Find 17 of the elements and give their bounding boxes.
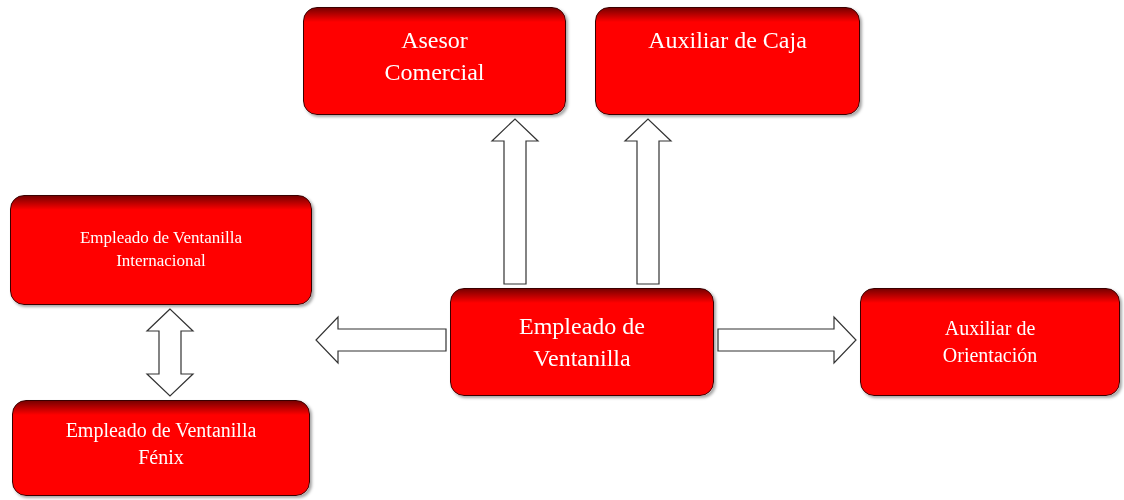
box-label: Empleado de Ventanilla Internacional: [78, 227, 244, 272]
block-arrow: [145, 308, 195, 397]
process-box: [450, 288, 714, 396]
process-box: [595, 7, 860, 115]
block-arrow: [717, 315, 857, 365]
block-arrow: [623, 118, 673, 285]
box-label: Auxiliar de Orientación: [941, 316, 1039, 368]
box-label: Empleado de Ventanilla Fénix: [64, 418, 258, 470]
box-label: Asesor Comercial: [383, 26, 486, 88]
box-label: Auxiliar de Caja: [648, 26, 807, 55]
block-arrow: [315, 315, 447, 365]
process-box: [303, 7, 566, 115]
process-box: [12, 400, 310, 496]
block-arrow: [490, 118, 540, 285]
process-box: [860, 288, 1120, 396]
box-label: Empleado de Ventanilla: [518, 311, 646, 373]
process-box: [10, 195, 312, 305]
